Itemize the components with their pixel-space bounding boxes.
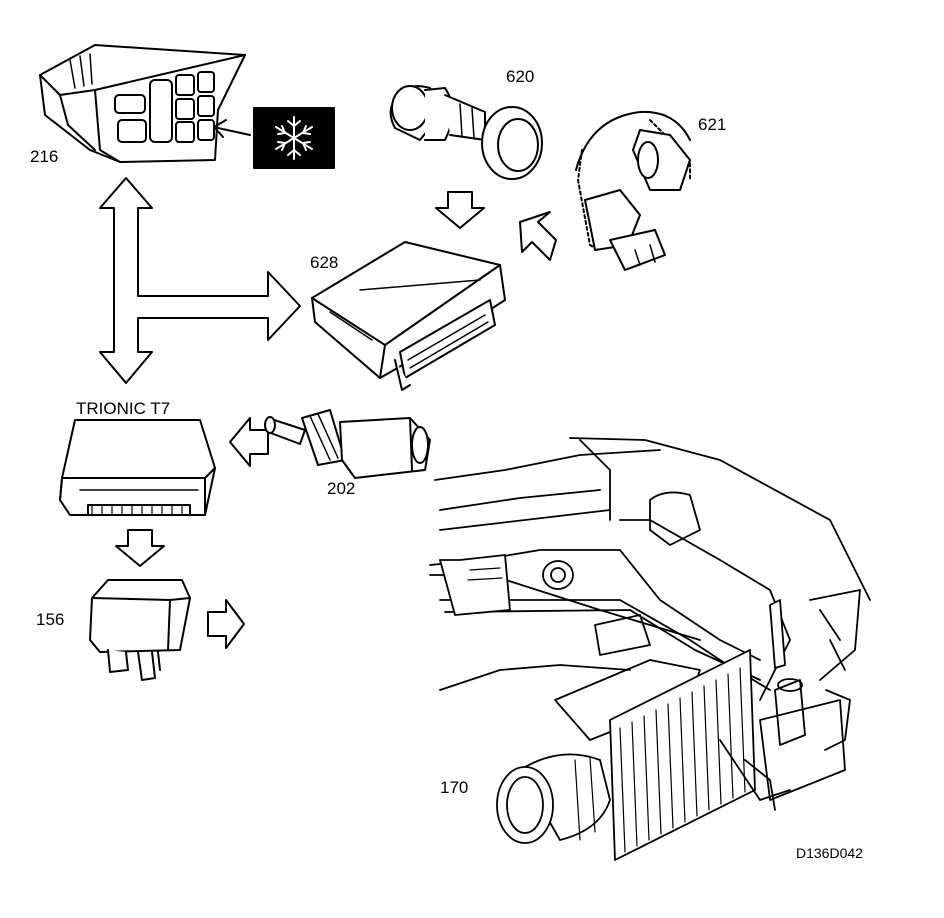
acc-control-panel-216: [39, 44, 246, 163]
label-202: 202: [327, 479, 356, 498]
label-156: 156: [36, 610, 65, 629]
arrow-ecu-to-relay: [115, 529, 165, 567]
arrow-202-to-ecu: [229, 417, 269, 467]
connector-621: [575, 110, 691, 271]
label-621: 621: [698, 115, 727, 134]
arrow-621-to-628: [519, 211, 557, 261]
label-628: 628: [310, 253, 339, 272]
pressure-switch-620: [389, 85, 543, 180]
bidirectional-arrow: [99, 177, 301, 384]
label-trionic-t7: TRIONIC T7: [76, 399, 171, 418]
label-216: 216: [30, 147, 59, 166]
figure-reference-code: D136D042: [796, 845, 863, 861]
trionic-t7-ecu: [59, 419, 216, 516]
control-module-628: [311, 241, 506, 391]
relay-156: [89, 579, 191, 681]
arrow-620-to-628: [435, 191, 485, 229]
label-170: 170: [440, 778, 469, 797]
label-620: 620: [506, 67, 535, 86]
temperature-sensor-202: [264, 409, 431, 479]
arrow-snow-to-216: [213, 119, 251, 138]
arrow-relay-out: [207, 599, 245, 649]
snowflake-icon: [253, 107, 335, 169]
engine-bay-illustration: [429, 437, 871, 861]
